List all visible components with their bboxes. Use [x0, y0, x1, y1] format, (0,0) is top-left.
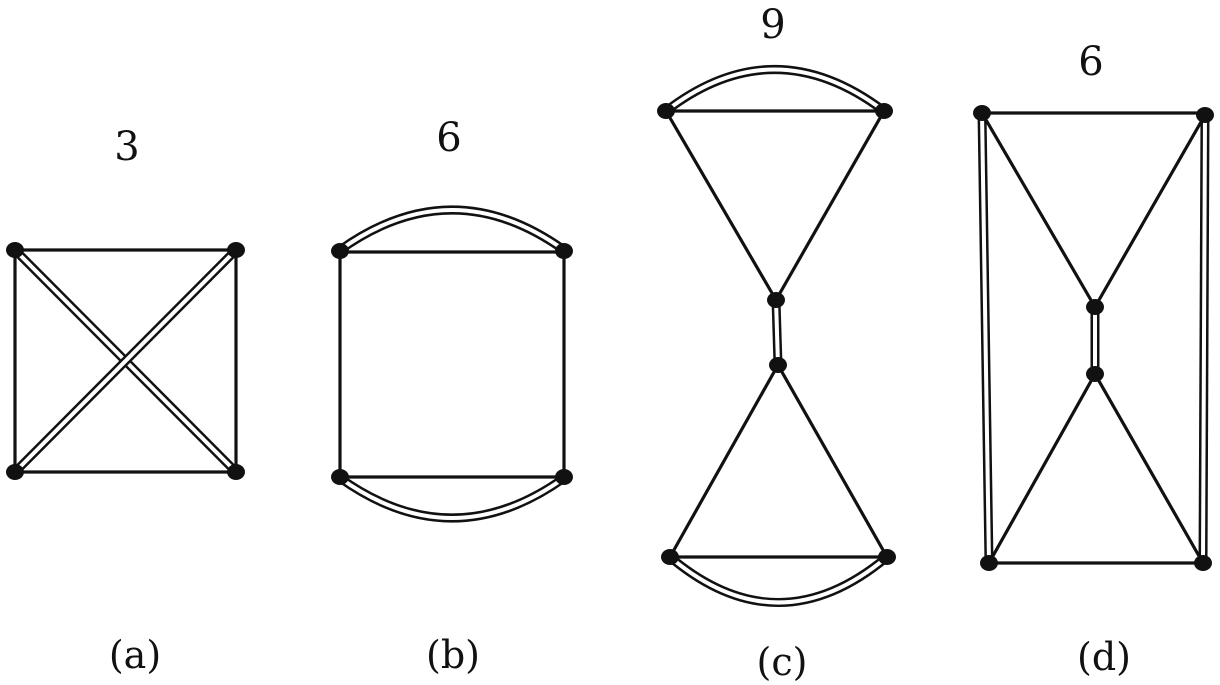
panel-c-double-arc-bottom [667, 553, 890, 607]
panel-c-vertex [769, 357, 787, 373]
panel-c-upper-triangle-right [774, 109, 886, 302]
panel-d-vertex [1194, 555, 1212, 571]
panel-d-edge-upper-left [980, 111, 1097, 309]
panel-b-double-arc-top [337, 205, 567, 254]
panel-c-double-link [771, 299, 783, 366]
panel-d-edge-lower-left [987, 372, 1097, 565]
panel-d: 6 (d) [973, 39, 1214, 679]
panel-d-edge-lower-right [1093, 372, 1205, 565]
panel-a-vertex [6, 464, 24, 480]
panel-c-double-arc-top [663, 65, 887, 115]
panel-b-double-arc-bottom [337, 474, 567, 523]
panel-a-caption: (a) [109, 633, 161, 677]
panel-c-count: 9 [760, 2, 785, 48]
panel-a-double-diagonal-2 [11, 246, 240, 476]
panel-a-count: 3 [114, 124, 139, 170]
panel-d-vertex [1196, 107, 1214, 123]
panel-c-vertex [657, 103, 675, 119]
panel-a-vertex [227, 242, 245, 258]
panel-b-vertex [331, 243, 349, 259]
panel-d-vertex [1086, 366, 1104, 382]
panel-d-caption: (d) [1077, 635, 1131, 679]
panel-a-vertex [6, 242, 24, 258]
panel-d-vertex [973, 105, 991, 121]
panel-c-vertex [875, 103, 893, 119]
panel-d-vertex [1086, 299, 1104, 315]
panel-c: 9 (c) [657, 2, 896, 684]
panel-b-vertex [555, 243, 573, 259]
panel-c-caption: (c) [757, 640, 808, 684]
panel-c-lower-triangle-right [776, 363, 889, 559]
panel-b: 6 (b) [331, 115, 573, 677]
panel-b-vertex [331, 469, 349, 485]
panel-d-edge-upper-right [1093, 113, 1207, 309]
panel-d-double-side-right [1198, 114, 1210, 564]
panel-c-lower-triangle-left [668, 363, 780, 559]
panel-b-count: 6 [436, 115, 461, 161]
panel-c-vertex [661, 549, 679, 565]
panel-b-vertex [555, 469, 573, 485]
panel-d-vertex [980, 555, 998, 571]
panel-a: 3 (a) [6, 124, 245, 677]
panel-c-upper-triangle-left [664, 109, 778, 302]
panel-a-vertex [227, 464, 245, 480]
panel-b-caption: (b) [426, 633, 480, 677]
panel-c-vertex [767, 292, 785, 308]
panel-d-count: 6 [1078, 39, 1103, 85]
panel-c-vertex [878, 549, 896, 565]
panel-d-double-side-left [977, 112, 994, 564]
